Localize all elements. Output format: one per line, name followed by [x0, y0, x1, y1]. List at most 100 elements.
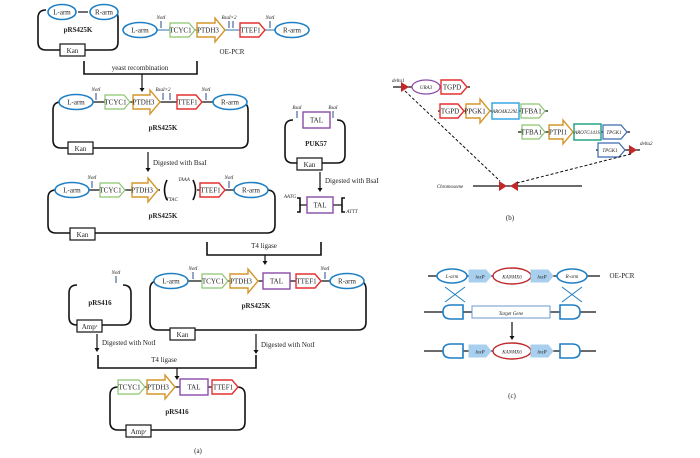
tcyc1 — [117, 379, 146, 395]
loxp-label: loxP — [537, 276, 546, 281]
homology-arm — [233, 181, 269, 199]
loxp-label: loxP — [475, 351, 484, 356]
delta-site — [401, 82, 409, 92]
delta2-label: delta2 — [640, 142, 653, 147]
marker-label: Kan — [177, 331, 189, 339]
delta1-label: delta1 — [392, 79, 405, 84]
marker-box — [76, 319, 103, 333]
sticky-end — [297, 197, 301, 213]
tcyc1 — [169, 22, 196, 38]
marker-label: Ampʳ — [131, 428, 147, 436]
tal-box — [179, 378, 209, 396]
plasmid-name: PUK57 — [305, 140, 327, 148]
marker-box — [59, 43, 86, 57]
promoter-label: PTDH3 — [147, 384, 169, 392]
marker-box — [125, 424, 152, 438]
promoter-arrow — [465, 97, 491, 125]
delta-site — [499, 181, 507, 191]
merge-bracket — [83, 61, 198, 75]
sticky-end — [192, 179, 197, 201]
step-label: Digested with NotI — [261, 341, 315, 349]
chromosome-label: Chromosome — [437, 185, 464, 190]
tpgk1-box — [597, 142, 626, 158]
restriction-site-label: NotI — [224, 176, 234, 181]
plasmid-backbone — [47, 189, 276, 234]
marker-label: Ampʳ — [82, 323, 98, 331]
target-gene-box — [471, 305, 551, 319]
tal-box-label: TAL — [310, 117, 323, 125]
promoter-label: PTDH3 — [230, 278, 252, 286]
tal-box-label: TAL — [270, 278, 283, 286]
arm-label: R-arm — [283, 27, 301, 35]
restriction-site-label: NotI — [111, 271, 121, 276]
tfba1 — [521, 124, 546, 140]
homology-arm — [122, 21, 158, 39]
loxp-box — [530, 269, 554, 283]
tcyc1-label: TCYC1 — [99, 187, 122, 195]
arrow-head — [94, 348, 100, 352]
tcyc1 — [99, 182, 126, 198]
aro7-label: ARO7G141S — [573, 131, 600, 136]
homology-arm — [153, 272, 189, 290]
plasmid-backbone — [109, 386, 246, 431]
tcyc1-label: TCYC1 — [118, 384, 141, 392]
arrow-head — [139, 88, 145, 92]
kanmx6-label: KANMX6 — [501, 351, 522, 356]
restriction-site-label: NotI — [156, 16, 166, 21]
promoter-label: PTDH3 — [197, 27, 219, 35]
aro4-label: ARO4K229L — [491, 110, 518, 115]
restriction-site-label: NotI — [91, 88, 101, 93]
restriction-site-label: NotI — [265, 16, 275, 21]
marker-label: Kan — [304, 161, 316, 169]
aro7-box — [573, 123, 602, 141]
tpgk1-label: TPGK1 — [602, 149, 617, 154]
crossover-line — [444, 286, 466, 303]
merge-bracket — [97, 355, 257, 369]
delta-site — [510, 181, 518, 191]
ttef1 — [176, 94, 203, 110]
tcyc1-label: TCYC1 — [202, 278, 225, 286]
overhang-label: AATG — [283, 195, 297, 200]
arm-label: R-arm — [221, 99, 239, 107]
step-label: T4 ligase — [251, 242, 277, 250]
arrow-head — [317, 188, 323, 192]
restriction-site-label: BsaI — [328, 106, 338, 111]
overhang-label: ATTT — [345, 210, 358, 215]
arrow-head — [145, 168, 151, 172]
ttef1 — [199, 182, 226, 198]
tcyc1-label: TCYC1 — [169, 27, 192, 35]
restriction-site-label: BsaI — [292, 106, 302, 111]
arm-label: L-arm — [162, 278, 180, 286]
restriction-site-label: BsaI×2 — [155, 88, 171, 93]
homology-arm — [329, 272, 365, 290]
delta-site — [629, 145, 637, 155]
marker-box — [67, 141, 94, 155]
genome-arm — [559, 304, 581, 320]
arm-label: R-arm — [565, 275, 579, 280]
tgpd — [440, 79, 468, 95]
tal-box-label: TAL — [313, 202, 326, 210]
homology-arm — [436, 268, 468, 284]
loxp-box — [530, 344, 554, 358]
tfba1 — [520, 103, 546, 119]
tfba1-label: TFBA1 — [520, 108, 542, 116]
ttef1-label: TTEF1 — [240, 27, 261, 35]
arrow-head — [253, 350, 259, 354]
merge-bracket — [206, 242, 322, 256]
crossover-line — [561, 286, 583, 303]
marker-box — [69, 227, 96, 241]
ura3-ellipse — [411, 79, 441, 95]
overhang-label: TAAA — [178, 178, 191, 183]
arrow-head — [174, 376, 180, 380]
arm-label: L-arm — [131, 27, 149, 35]
ura3-label: URA3 — [420, 86, 433, 91]
step-label: Digested with NotI — [102, 339, 156, 347]
ttef1 — [211, 379, 239, 395]
promoter-arrow — [132, 88, 161, 116]
plasmid-name: pRS416 — [88, 299, 112, 307]
step-label: T4 ligase — [151, 356, 177, 364]
homology-arm — [58, 93, 94, 111]
restriction-site-label: NotI — [188, 267, 198, 272]
arm-label: R-arm — [95, 9, 113, 17]
arm-label: R-arm — [242, 187, 260, 195]
